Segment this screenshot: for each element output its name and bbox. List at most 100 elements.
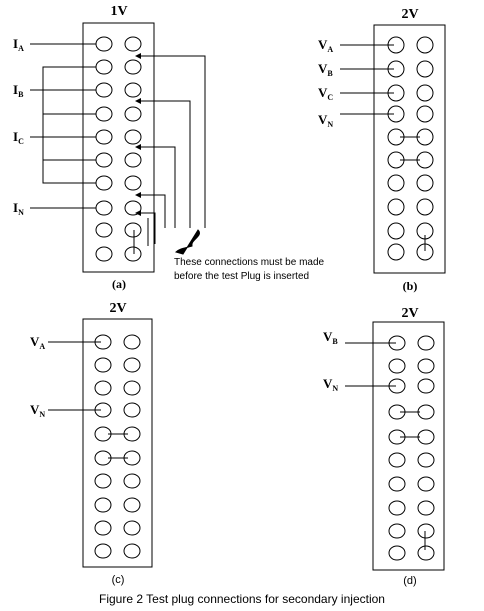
terminal-d-r9-c1 xyxy=(388,523,406,539)
terminal-a-r7-c2 xyxy=(124,175,142,191)
terminal-d-r6-c2 xyxy=(417,452,435,468)
terminal-d-r1-c2 xyxy=(417,335,435,351)
panel-a-caption: (a) xyxy=(112,277,126,291)
label-b-3: VC xyxy=(318,85,333,102)
label-main: V xyxy=(30,402,40,417)
label-b-2: VB xyxy=(318,61,333,78)
terminal-d-r8-c2 xyxy=(417,500,435,516)
terminal-c-r9-c1 xyxy=(94,520,112,536)
terminal-a-r4-c2 xyxy=(124,106,142,122)
label-subscript: C xyxy=(18,137,24,146)
note-line-1: These connections must be made xyxy=(174,257,325,268)
label-c-2: VN xyxy=(30,402,45,419)
terminal-c-r2-c1 xyxy=(94,357,112,373)
terminal-b-r7-c2 xyxy=(416,174,434,192)
terminal-a-r1-c2 xyxy=(124,36,142,52)
shorting-link-a xyxy=(135,53,206,228)
label-subscript: B xyxy=(18,90,24,99)
terminal-a-r8-c1 xyxy=(95,200,113,216)
panel-d-caption: (d) xyxy=(403,575,416,587)
terminal-a-r3-c2 xyxy=(124,82,142,98)
label-main: V xyxy=(30,334,40,349)
terminal-b-r4-c2 xyxy=(416,105,434,123)
label-main: I xyxy=(13,129,18,144)
terminal-c-r3-c1 xyxy=(94,380,112,396)
terminal-a-r6-c2 xyxy=(124,152,142,168)
terminal-a-r2-c1 xyxy=(95,59,113,75)
panel-d-title: 2V xyxy=(401,306,418,321)
terminal-c-r8-c1 xyxy=(94,497,112,513)
shorting-link-b xyxy=(135,98,191,228)
terminal-b-r8-c1 xyxy=(387,198,405,216)
terminal-b-r9-c1 xyxy=(387,222,405,240)
terminal-a-r5-c1 xyxy=(95,129,113,145)
panel-c-terminals xyxy=(94,334,141,559)
terminal-b-r7-c1 xyxy=(387,174,405,192)
panel-c-frame xyxy=(82,318,153,568)
terminal-a-r7-c1 xyxy=(95,175,113,191)
neutral-bus-left xyxy=(42,66,96,184)
terminal-a-r3-c1 xyxy=(95,82,113,98)
label-subscript: A xyxy=(18,44,24,53)
terminal-c-r3-c2 xyxy=(123,380,141,396)
label-main: I xyxy=(13,36,18,51)
panel-b-caption: (b) xyxy=(403,279,418,293)
terminal-c-r1-c2 xyxy=(123,334,141,350)
terminal-c-r10-c2 xyxy=(123,543,141,559)
terminal-b-r2-c2 xyxy=(416,60,434,78)
terminal-d-r8-c1 xyxy=(388,500,406,516)
label-subscript: B xyxy=(327,69,333,78)
label-a-1: IA xyxy=(13,36,24,53)
note-line-2: before the test Plug is inserted xyxy=(174,271,309,282)
panel-a-title: 1V xyxy=(110,4,127,19)
label-subscript: A xyxy=(39,342,45,351)
label-subscript: N xyxy=(39,410,45,419)
terminal-c-r4-c2 xyxy=(123,402,141,418)
terminal-d-r2-c1 xyxy=(388,358,406,374)
terminal-d-r7-c2 xyxy=(417,476,435,492)
label-main: V xyxy=(318,85,328,100)
label-a-3: IC xyxy=(13,129,24,146)
label-a-2: IB xyxy=(13,82,24,99)
note-pointer-icon xyxy=(175,229,200,255)
terminal-c-r2-c2 xyxy=(123,357,141,373)
terminal-d-r5-c2 xyxy=(417,429,435,445)
shorting-link-e xyxy=(135,210,156,244)
panel-c-title: 2V xyxy=(109,301,126,316)
shorting-link-c xyxy=(135,144,176,228)
label-d-1: VB xyxy=(323,329,338,346)
terminal-a-r10-c2 xyxy=(124,246,142,262)
label-subscript: N xyxy=(18,208,24,217)
panel-b-terminals xyxy=(387,36,434,261)
label-main: V xyxy=(323,329,333,344)
shorting-link-d xyxy=(135,192,166,228)
label-main: V xyxy=(318,37,328,52)
terminal-c-r10-c1 xyxy=(94,543,112,559)
terminal-a-r10-c1 xyxy=(95,246,113,262)
panel-b-title: 2V xyxy=(401,7,418,22)
terminal-d-r10-c2 xyxy=(417,545,435,561)
terminal-b-r3-c2 xyxy=(416,84,434,102)
terminal-a-r5-c2 xyxy=(124,129,142,145)
terminal-c-r7-c1 xyxy=(94,473,112,489)
terminal-c-r8-c2 xyxy=(123,497,141,513)
terminal-b-r8-c2 xyxy=(416,198,434,216)
label-main: V xyxy=(323,376,333,391)
terminal-d-r9-c2 xyxy=(417,523,435,539)
terminal-a-r4-c1 xyxy=(95,106,113,122)
terminal-a-r9-c2 xyxy=(124,222,142,238)
terminal-c-r9-c2 xyxy=(123,520,141,536)
panel-a-terminals xyxy=(95,36,142,262)
label-b-1: VA xyxy=(318,37,333,54)
label-main: V xyxy=(318,112,328,127)
panel-a: 1V These connections must be made before… xyxy=(13,4,325,291)
terminal-d-r6-c1 xyxy=(388,452,406,468)
label-main: I xyxy=(13,82,18,97)
